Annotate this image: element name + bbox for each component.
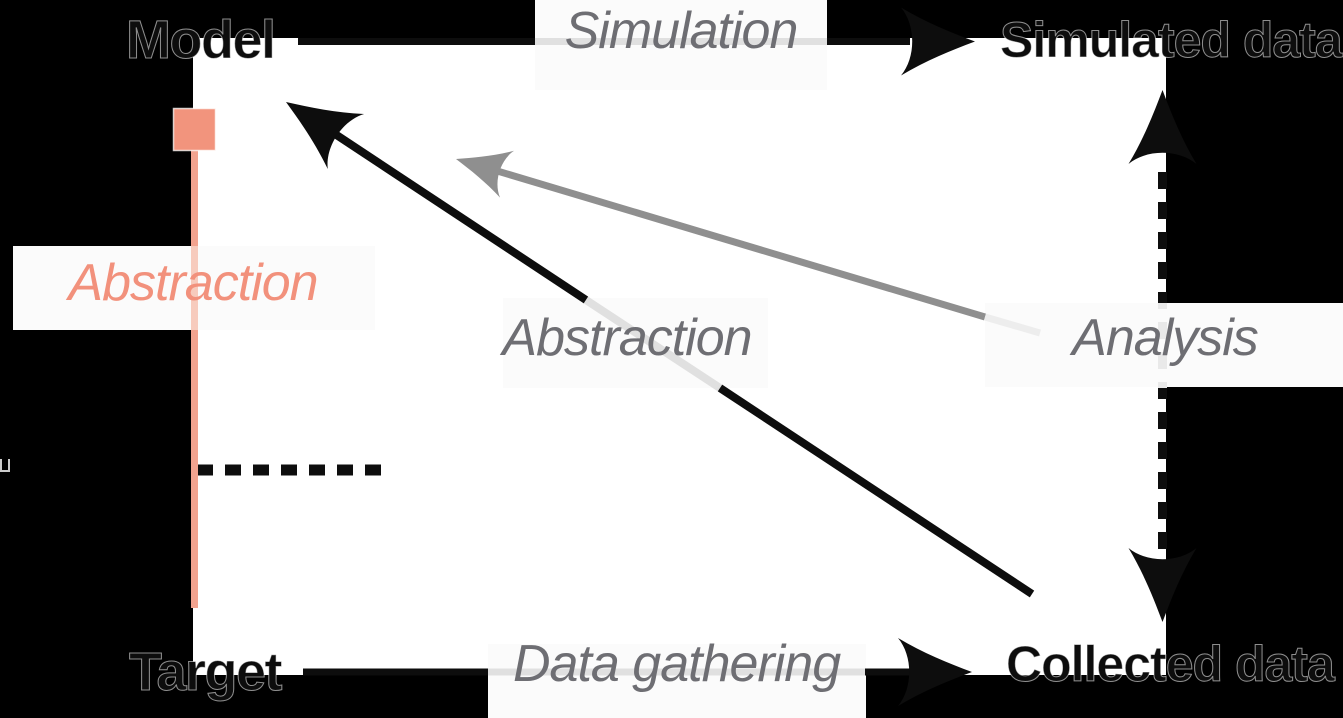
node-target: Target (128, 642, 283, 702)
edge-label-analysis: Analysis (1072, 309, 1259, 367)
abstraction-diagonal-arrow (267, 74, 1035, 598)
analysis-label-box (985, 303, 1343, 387)
left-edge-bracket-mark (0, 459, 10, 472)
node-simulated-data: Simulated data (1000, 12, 1343, 68)
node-collected-data: Collected data (1006, 636, 1336, 692)
dashed-vertical-connector (1128, 90, 1197, 622)
salmon-square-marker (172, 107, 217, 152)
analysis-arrow (449, 135, 1041, 337)
edge-label-abstraction-left: Abstraction (68, 254, 318, 312)
abstraction-salmon-line (172, 107, 217, 608)
simulation-arrow (298, 7, 975, 76)
abstraction-center-label-box (503, 298, 768, 388)
data-gathering-arrow (303, 638, 972, 706)
edge-label-data-gathering: Data gathering (513, 635, 841, 693)
node-model: Model (126, 10, 277, 70)
edge-label-simulation: Simulation (564, 2, 799, 60)
edge-label-abstraction-center: Abstraction (502, 309, 752, 367)
data-gathering-label-box (488, 644, 866, 718)
